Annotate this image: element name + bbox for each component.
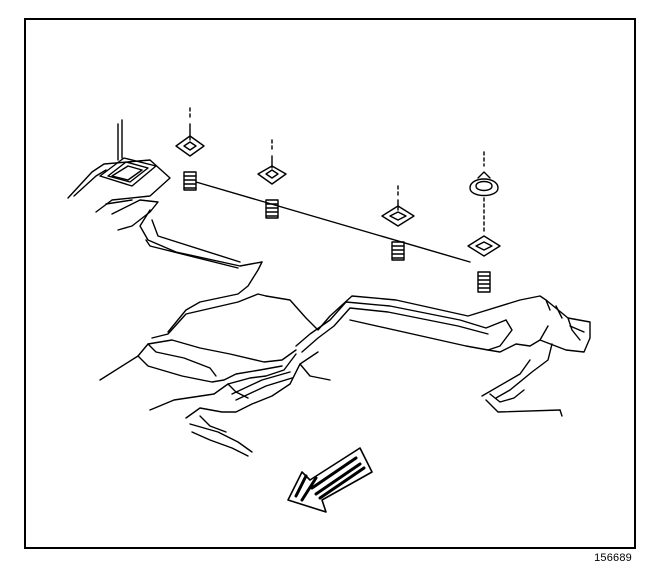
access-cover: [99, 119, 157, 187]
fastener-4: [467, 151, 501, 293]
floor-panel: [67, 159, 591, 457]
figure-number: 156689: [594, 552, 632, 564]
fastener-3: [381, 185, 415, 261]
fastener-2: [257, 139, 287, 219]
front-direction-arrow: [287, 447, 373, 513]
fastener-1: [175, 107, 205, 191]
figure-frame: [24, 18, 636, 549]
